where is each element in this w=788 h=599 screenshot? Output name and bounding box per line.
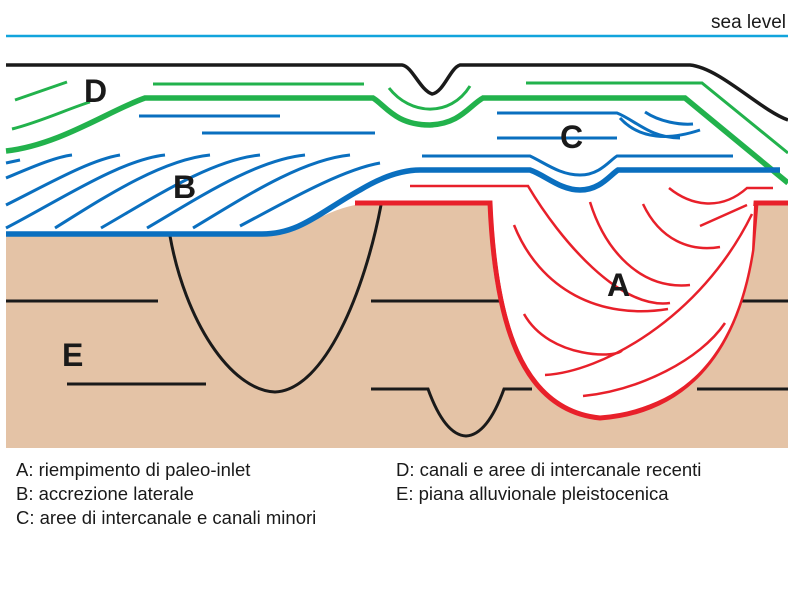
unit-a-cross-beds — [410, 184, 773, 398]
unit-label-e: E — [62, 337, 83, 373]
legend-item-a: A: riempimento di paleo-inlet — [16, 459, 251, 480]
unit-e-horizons — [6, 204, 788, 438]
legend-item-d: D: canali e aree di intercanale recenti — [396, 459, 702, 480]
unit-b-c-beds — [5, 110, 780, 237]
unit-e-plain — [6, 205, 788, 448]
legend-left: A: riempimento di paleo-inlet B: accrezi… — [16, 458, 316, 530]
unit-label-a: A — [607, 267, 630, 303]
unit-label-d: D — [84, 73, 107, 109]
legend-item-b: B: accrezione laterale — [16, 483, 194, 504]
legend-item-c: C: aree di intercanale e canali minori — [16, 507, 317, 528]
unit-label-b: B — [173, 169, 196, 205]
unit-d-beds — [5, 80, 788, 186]
legend-right: D: canali e aree di intercanale recenti … — [396, 458, 701, 506]
surface-line — [6, 63, 788, 122]
legend-item-e: E: piana alluvionale pleistocenica — [396, 483, 669, 504]
unit-label-c: C — [560, 119, 583, 155]
sea-level-label: sea level — [711, 12, 786, 33]
